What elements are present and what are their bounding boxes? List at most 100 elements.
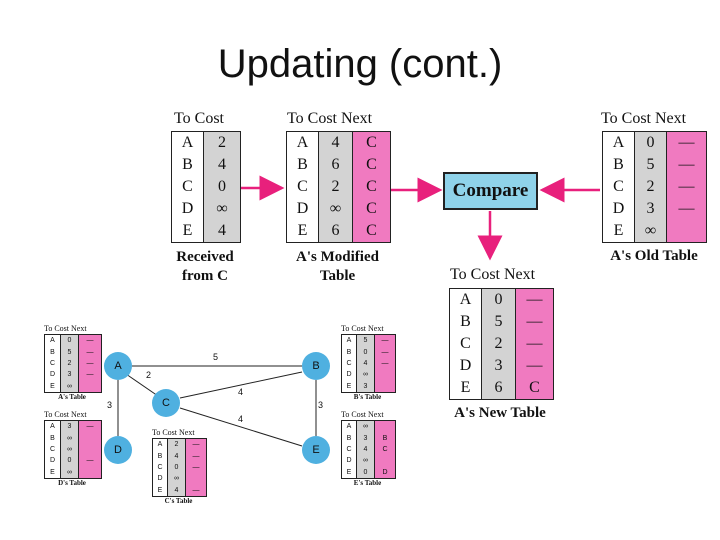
table-cell: — xyxy=(678,134,695,151)
table-cell: C xyxy=(366,156,377,173)
table-cell: E xyxy=(157,486,163,494)
table-cell: A xyxy=(612,134,625,151)
e-table-caption: E's Table xyxy=(353,479,382,487)
table-cell: A xyxy=(296,134,309,151)
table-cell: 3 xyxy=(363,382,368,390)
table-cell: 0 xyxy=(67,457,72,465)
table-cell: B xyxy=(346,348,352,356)
table-cell: A xyxy=(346,423,352,431)
edge-label-a-c: 2 xyxy=(146,370,152,380)
table-cell: — xyxy=(192,464,200,472)
table-cell: D xyxy=(49,371,56,379)
table-cell: — xyxy=(526,357,543,374)
table-cell: E xyxy=(346,468,352,476)
table-cell: D xyxy=(296,200,309,217)
table-cell: ∞ xyxy=(67,446,72,454)
node-a: A xyxy=(104,352,132,380)
table-cell: D xyxy=(612,200,625,217)
table-cell: — xyxy=(381,348,389,356)
table-cell: 0 xyxy=(363,468,368,476)
table-cell: — xyxy=(86,337,94,345)
edge-label-c-e: 4 xyxy=(238,414,244,424)
table-cell: C xyxy=(157,464,163,472)
table-cell: B xyxy=(346,434,352,442)
table-cell: D xyxy=(459,357,472,374)
table-cell: B xyxy=(382,434,388,442)
table-cell: D xyxy=(382,468,388,476)
table-cell: C xyxy=(346,446,352,454)
table-cell: 4 xyxy=(174,452,179,460)
table-cell: ∞ xyxy=(67,382,72,390)
new-header: To Cost Next xyxy=(450,266,536,283)
c-table-header: To Cost Next xyxy=(152,428,195,437)
table-cell: C xyxy=(366,134,377,151)
next-column: ———— xyxy=(78,335,101,392)
table-cell: B xyxy=(460,313,471,330)
table-cell: ∞ xyxy=(174,475,179,483)
table-cell: D xyxy=(49,457,56,465)
table-cell: 4 xyxy=(174,486,179,494)
table-cell: 6 xyxy=(494,379,503,396)
table-cell: E xyxy=(346,382,352,390)
table-cell xyxy=(79,381,101,392)
table-cell: A xyxy=(346,337,352,345)
table-cell: 3 xyxy=(67,371,72,379)
table-cell: E xyxy=(613,222,624,239)
table-cell: — xyxy=(381,337,389,345)
edge-label-c-b: 4 xyxy=(238,387,244,397)
table-cell: 3 xyxy=(363,434,368,442)
edge-label-a-b: 5 xyxy=(213,352,219,362)
table-cell: 6 xyxy=(331,222,340,239)
table-cell: E xyxy=(50,382,55,390)
table-cell: E xyxy=(460,379,471,396)
node-e: E xyxy=(302,436,330,464)
table-cell: E xyxy=(182,222,193,239)
table-cell: C xyxy=(529,379,540,396)
table-cell xyxy=(375,381,395,392)
table-cell: 3 xyxy=(67,423,72,431)
next-column: —— xyxy=(78,421,101,478)
table-cell: B xyxy=(50,348,55,356)
modified-header: To Cost Next xyxy=(287,110,373,127)
table-cell: B xyxy=(50,434,55,442)
table-cell: E xyxy=(297,222,308,239)
table-cell: 2 xyxy=(331,178,340,195)
next-column: ———— xyxy=(185,439,206,496)
table-cell: — xyxy=(678,156,695,173)
table-cell xyxy=(375,369,395,380)
table-cell: — xyxy=(86,360,94,368)
table-cell: ∞ xyxy=(216,200,228,217)
table-cell xyxy=(375,455,395,466)
table-cell: B xyxy=(182,156,193,173)
table-cell: 2 xyxy=(218,134,226,151)
edge-label-a-d: 3 xyxy=(107,400,113,410)
table-cell: C xyxy=(346,360,352,368)
table-cell xyxy=(79,432,101,443)
table-cell: 0 xyxy=(67,337,72,345)
table-cell xyxy=(186,473,206,484)
new-caption: A's New Table xyxy=(454,405,546,421)
table-cell: — xyxy=(86,423,94,431)
table-cell: B xyxy=(157,452,163,460)
table-cell: — xyxy=(192,441,200,449)
compare-box: Compare xyxy=(443,172,538,210)
table-cell: ∞ xyxy=(363,371,368,379)
edge-label-b-e: 3 xyxy=(318,400,324,410)
table-cell: — xyxy=(86,457,94,465)
table-cell: A xyxy=(50,423,55,431)
